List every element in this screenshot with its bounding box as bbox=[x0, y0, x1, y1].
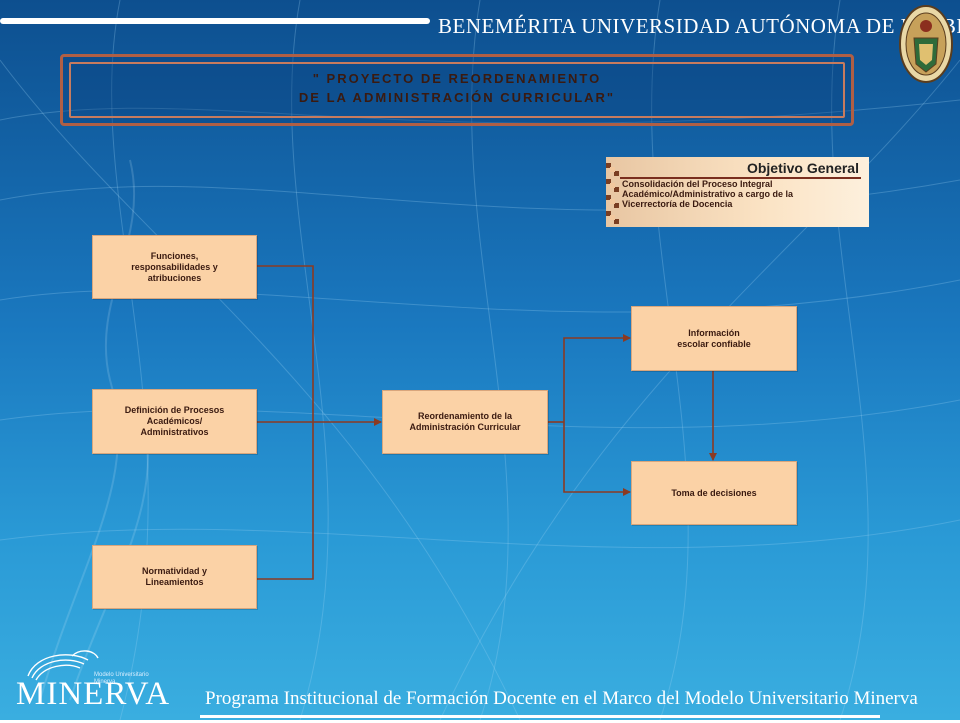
node-reordenamiento: Reordenamiento de la Administración Curr… bbox=[382, 390, 548, 454]
node-label: Lineamientos bbox=[145, 577, 204, 587]
minerva-wordmark: MINERVA bbox=[16, 676, 171, 712]
objective-box: Objetivo General Consolidación del Proce… bbox=[606, 157, 869, 227]
minerva-logo bbox=[10, 646, 150, 718]
objective-line: Vicerrectoría de Docencia bbox=[622, 199, 733, 209]
footer-bar bbox=[200, 715, 880, 718]
university-seal bbox=[898, 4, 954, 86]
objective-line: Académico/Administrativo a cargo de la bbox=[622, 189, 794, 199]
node-label: Toma de decisiones bbox=[671, 487, 757, 498]
university-title: BENEMÉRITA UNIVERSIDAD AUTÓNOMA DE PUEBL… bbox=[438, 14, 960, 38]
node-funciones: Funciones, responsabilidades y atribucio… bbox=[92, 235, 257, 299]
footer-program-text: Programa Institucional de Formación Doce… bbox=[205, 688, 918, 709]
minerva-subtitle: Modelo Universitario Minerva bbox=[94, 672, 149, 686]
node-label: Reordenamiento de la bbox=[417, 411, 513, 421]
node-label: atribuciones bbox=[147, 272, 202, 283]
objective-text: Consolidación del Proceso Integral Acadé… bbox=[622, 179, 862, 209]
node-definicion-procesos: Definición de Procesos Académicos/ Admin… bbox=[92, 389, 257, 454]
node-label: Administración Curricular bbox=[409, 422, 521, 432]
node-label: Definición de Procesos bbox=[124, 405, 225, 415]
objective-rule bbox=[620, 177, 861, 179]
title-frame: " PROYECTO DE REORDENAMIENTO DE LA ADMIN… bbox=[60, 54, 854, 126]
edge-to-informacion bbox=[563, 334, 631, 422]
node-label: Funciones, bbox=[150, 250, 199, 261]
checker-pattern bbox=[606, 163, 619, 224]
node-informacion-escolar: Información escolar confiable bbox=[631, 306, 797, 371]
node-label: Administrativos bbox=[140, 427, 209, 437]
node-label: Información bbox=[688, 327, 740, 338]
minerva-helmet-icon bbox=[27, 650, 99, 681]
edge-to-toma bbox=[563, 422, 631, 496]
title-line-2: DE LA ADMINISTRACIÓN CURRICULAR" bbox=[298, 90, 616, 105]
minerva-subtitle-line: Minerva bbox=[94, 679, 116, 685]
node-label: escolar confiable bbox=[677, 338, 751, 349]
node-toma-decisiones: Toma de decisiones bbox=[631, 461, 797, 525]
header-bar bbox=[0, 18, 430, 24]
node-label: Académicos/ bbox=[146, 416, 203, 426]
minerva-subtitle-line: Modelo Universitario bbox=[94, 672, 149, 678]
node-label: responsabilidades y bbox=[131, 261, 218, 272]
seal-icon bbox=[899, 5, 953, 83]
node-normatividad: Normatividad y Lineamientos bbox=[92, 545, 257, 609]
node-label: Normatividad y bbox=[141, 566, 208, 576]
objective-heading: Objetivo General bbox=[746, 160, 859, 176]
title-line-1: " PROYECTO DE REORDENAMIENTO bbox=[312, 71, 602, 86]
objective-line: Consolidación del Proceso Integral bbox=[622, 179, 773, 189]
